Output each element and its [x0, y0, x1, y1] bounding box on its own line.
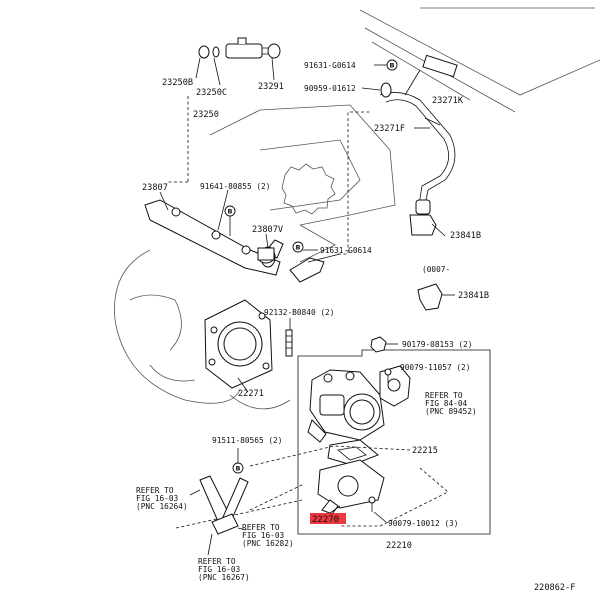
figure-id: 220862-F	[534, 583, 575, 593]
label-92132: 92132-B0840 (2)	[264, 308, 334, 317]
refer-16267-line2: FIG 16-03	[198, 565, 241, 574]
label-90179: 90179-08153 (2)	[402, 340, 472, 349]
label-90959: 90959-01612	[304, 84, 356, 93]
injector-assembly	[198, 37, 281, 59]
label-23291: 23291	[258, 82, 284, 92]
nut	[370, 336, 387, 353]
refer-16264-line3: (PNC 16264)	[136, 502, 188, 511]
label-91641: 91641-80855 (2)	[200, 182, 270, 191]
refer-84-line1: REFER TO	[425, 391, 463, 400]
label-22210: 22210	[386, 541, 412, 551]
label-91631-top: 91631-G0614	[304, 61, 356, 70]
throttle-gasket	[327, 439, 379, 466]
idle-air-control-valve	[317, 459, 385, 515]
refer-16267-line3: (PNC 16267)	[198, 573, 250, 582]
injector-cap	[257, 247, 275, 264]
label-23841b-b: 23841B	[458, 291, 489, 301]
refer-16264-line2: FIG 16-03	[136, 494, 179, 503]
callout-b-2: B	[224, 205, 236, 217]
callout-b-3: B	[292, 241, 304, 253]
water-bypass-hoses	[199, 475, 249, 535]
label-23250: 23250	[193, 110, 219, 120]
label-22270: 22270	[312, 515, 339, 525]
label-23807: 23807	[142, 183, 168, 193]
refer-16282-line1: REFER TO	[242, 523, 280, 532]
refer-84-line3: (PNC 89452)	[425, 407, 477, 416]
stud-bolt	[285, 329, 293, 357]
label-0007: (0007-	[422, 265, 450, 274]
intake-gasket	[204, 299, 273, 389]
callout-b-4: B	[232, 462, 244, 474]
callout-b-4-text: B	[236, 465, 241, 473]
throttle-body	[307, 369, 385, 443]
label-90079-11057: 90079-11057 (2)	[400, 363, 470, 372]
callout-b-1: B	[386, 59, 398, 71]
label-22271: 22271	[238, 389, 264, 399]
delivery-pipe	[144, 199, 284, 276]
callout-b-2-text: B	[228, 208, 233, 216]
callout-b-3-text: B	[296, 244, 301, 252]
valve-cover-outline	[281, 163, 336, 215]
callout-b-1-text: B	[390, 62, 395, 70]
vacuum-bracket	[417, 283, 443, 311]
label-23841b-a: 23841B	[450, 231, 481, 241]
refer-84-line2: FIG 84-04	[425, 399, 468, 408]
label-91631-mid: 91631-G0614	[320, 246, 372, 255]
fuel-hose	[289, 82, 456, 283]
label-22215: 22215	[412, 446, 438, 456]
refer-16282-line2: FIG 16-03	[242, 531, 285, 540]
highlight-22270	[310, 513, 346, 524]
valve-screw	[368, 496, 376, 512]
label-90079-10012: 90079-10012 (3)	[388, 519, 458, 528]
engine-outline	[114, 7, 600, 410]
label-23250c: 23250C	[196, 88, 227, 98]
throttle-body-box	[297, 349, 491, 535]
label-91511: 91511-80565 (2)	[212, 436, 282, 445]
refer-16282-line3: (PNC 16282)	[242, 539, 294, 548]
refer-16267-line1: REFER TO	[198, 557, 236, 566]
throttle-position-sensor	[379, 365, 411, 407]
label-23271k: 23271K	[432, 96, 464, 106]
hose-clip	[422, 54, 458, 78]
label-23250b: 23250B	[162, 78, 193, 88]
refer-16264-line1: REFER TO	[136, 486, 174, 495]
label-23807v: 23807V	[252, 225, 283, 235]
label-23271f: 23271F	[374, 124, 405, 134]
sensor-screw	[384, 368, 392, 383]
